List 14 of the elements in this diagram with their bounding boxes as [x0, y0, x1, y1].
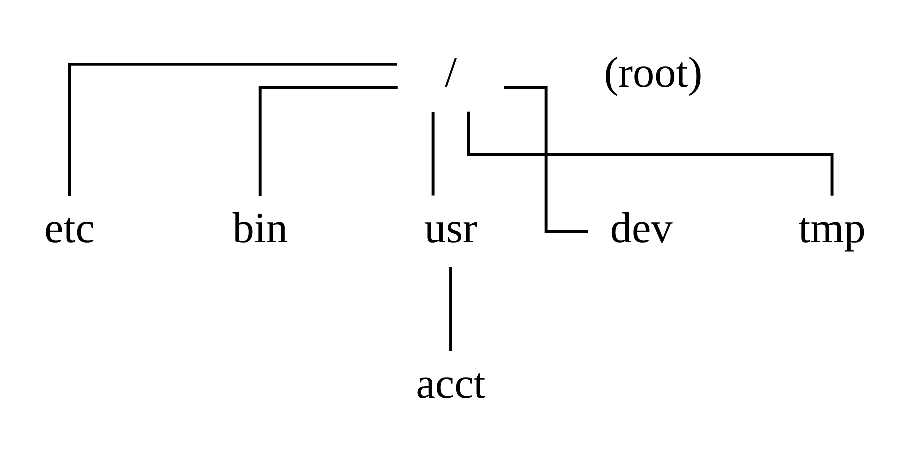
node-text: / — [444, 49, 458, 98]
node-text: tmp — [798, 204, 866, 253]
connector — [258, 86, 398, 196]
connector — [68, 62, 398, 196]
node-text: bin — [232, 204, 288, 253]
connector — [467, 112, 834, 196]
node-text: dev — [610, 204, 673, 253]
node-label: (root) — [604, 49, 703, 98]
node-text: usr — [424, 204, 478, 253]
node-text: etc — [44, 204, 95, 253]
node-text: acct — [416, 360, 486, 408]
connector — [432, 112, 435, 196]
connector — [504, 86, 588, 233]
connector — [450, 268, 452, 351]
